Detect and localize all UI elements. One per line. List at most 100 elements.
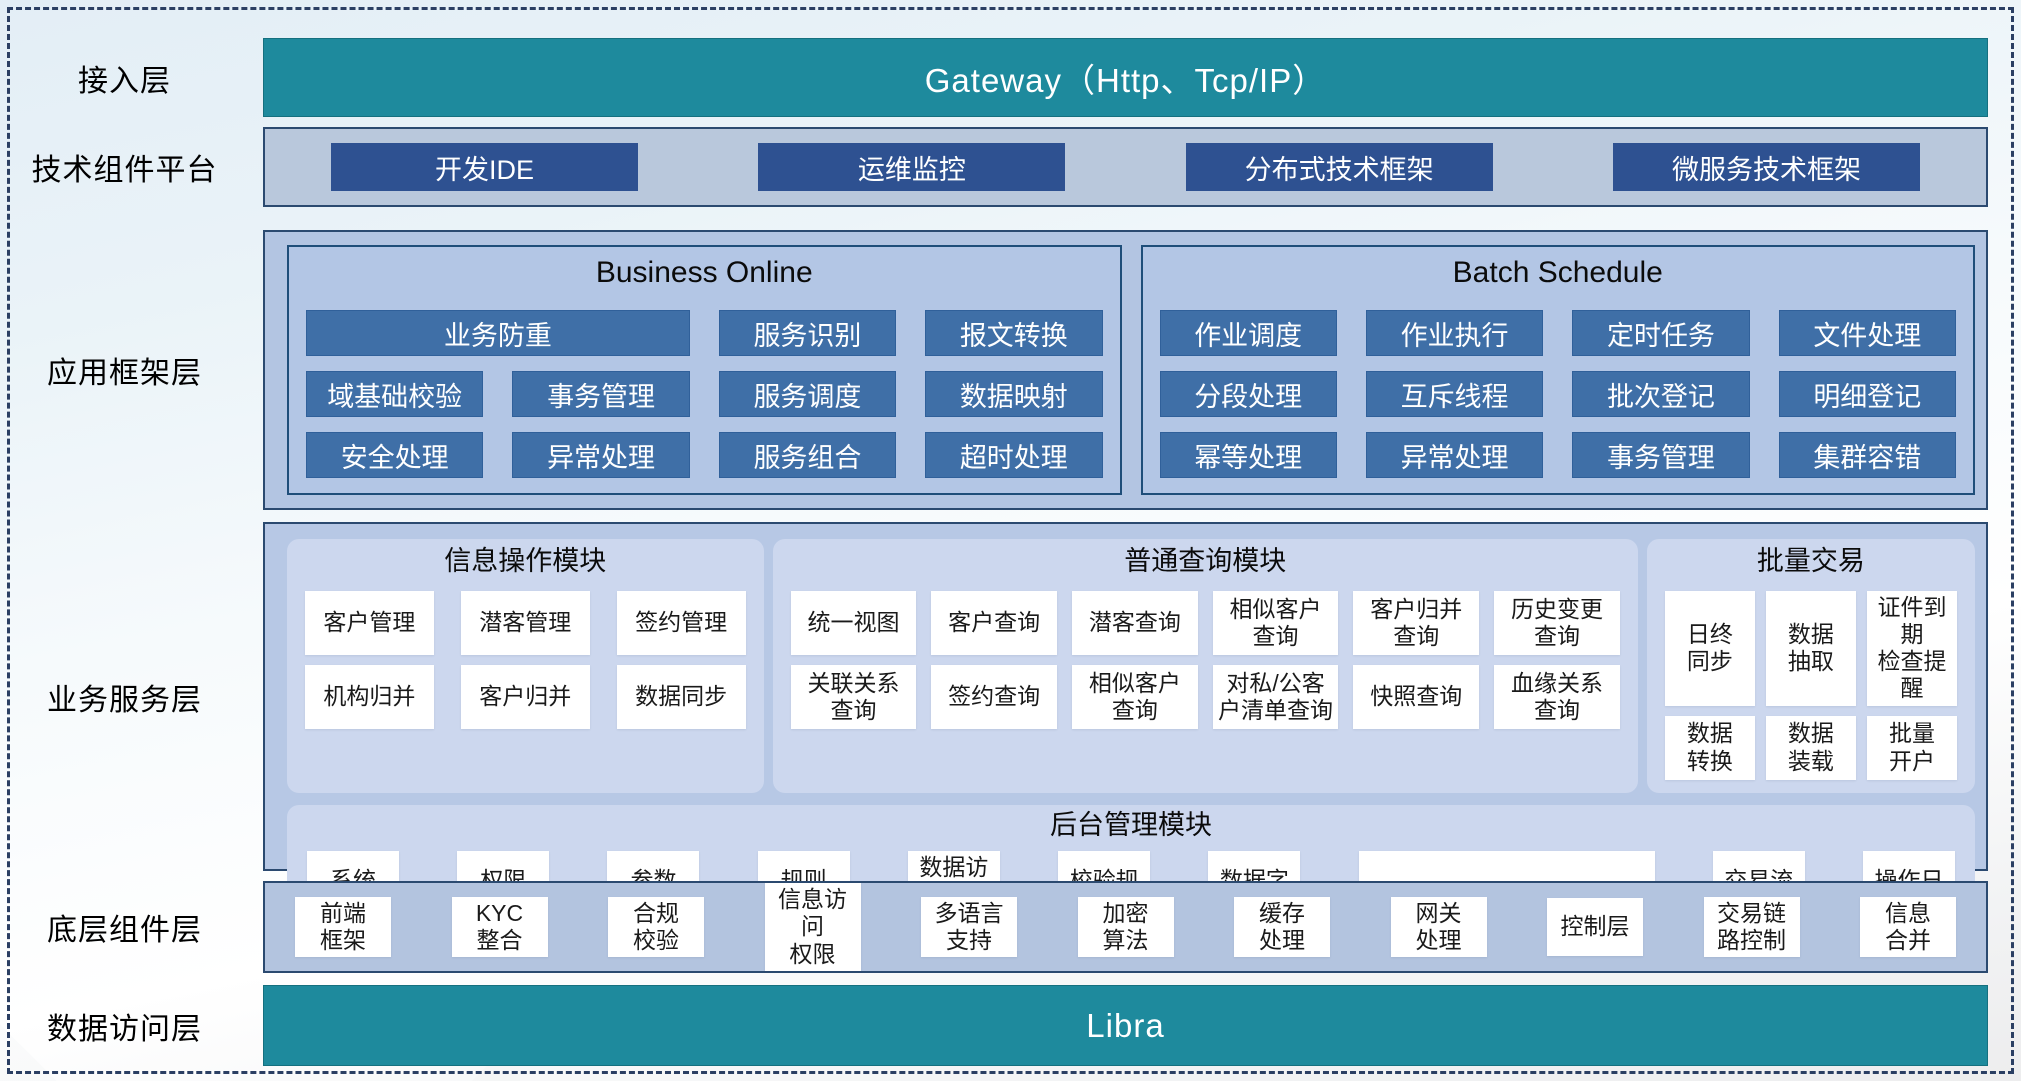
module-box: 事务管理 bbox=[512, 371, 690, 417]
module-box: 安全处理 bbox=[306, 432, 484, 478]
module-box: 服务调度 bbox=[718, 371, 897, 417]
service-box-item: 历史变更 查询 bbox=[1494, 591, 1620, 655]
service-box-item: 统一视图 bbox=[790, 591, 917, 655]
service-box-item: 血缘关系 查询 bbox=[1494, 665, 1620, 729]
service-box-item: 关联关系 查询 bbox=[790, 665, 917, 729]
module-box: 数据映射 bbox=[925, 371, 1103, 417]
service-box-item: 日终 同步 bbox=[1664, 591, 1755, 706]
service-box-item: 对私/公客 户清单查询 bbox=[1212, 665, 1339, 729]
group-batch-schedule: Batch Schedule 作业调度 作业执行 定时任务 文件处理 分段处理 … bbox=[1140, 245, 1975, 495]
common-query-row-2: 关联关系 查询 签约查询 相似客户 查询 对私/公客 户清单查询 快照查询 血缘… bbox=[790, 665, 1620, 729]
service-box-item: 快照查询 bbox=[1353, 665, 1480, 729]
layer-label-business-service: 业务服务层 bbox=[47, 683, 202, 717]
module-box: 作业调度 bbox=[1159, 310, 1337, 356]
module-box: 批次登记 bbox=[1572, 371, 1750, 417]
component-box: 合规 校验 bbox=[608, 896, 704, 958]
service-box-item: 相似客户 查询 bbox=[1072, 665, 1198, 729]
business-service-top-row: 信息操作模块 客户管理 潜客管理 签约管理 机构归并 客户归并 数据同步 bbox=[287, 539, 1975, 793]
app-framework-container: Business Online 业务防重 服务识别 报文转换 域基础校验 事务管… bbox=[263, 230, 1988, 510]
component-box: 缓存 处理 bbox=[1234, 896, 1330, 958]
panel-title-common-query: 普通查询模块 bbox=[1124, 546, 1287, 576]
service-box-item: 潜客管理 bbox=[460, 591, 590, 655]
component-box: KYC 整合 bbox=[451, 896, 548, 958]
layer-label-base-components: 底层组件层 bbox=[47, 914, 202, 947]
business-online-row-2: 域基础校验 事务管理 服务调度 数据映射 bbox=[306, 371, 1103, 417]
layer-data-access: 数据访问层 Libra bbox=[0, 985, 2021, 1066]
component-box: 信息 合并 bbox=[1860, 896, 1956, 958]
module-box: 集群容错 bbox=[1778, 432, 1956, 478]
layer-business-service: 业务服务层 信息操作模块 客户管理 潜客管理 签约管理 机构归并 客户归并 bbox=[0, 522, 2021, 950]
tech-item-microservice-framework: 微服务技术框架 bbox=[1612, 143, 1920, 191]
layer-label-app-framework: 应用框架层 bbox=[47, 357, 202, 390]
component-box: 交易链 路控制 bbox=[1703, 896, 1800, 958]
component-box: 网关 处理 bbox=[1390, 896, 1487, 958]
service-box-item: 相似客户 查询 bbox=[1212, 591, 1339, 655]
layer-label-access: 接入层 bbox=[78, 64, 171, 98]
service-box-item: 潜客查询 bbox=[1072, 591, 1198, 655]
module-box: 事务管理 bbox=[1572, 432, 1750, 478]
service-box-item: 证件到期 检查提醒 bbox=[1866, 591, 1957, 706]
component-box: 前端 框架 bbox=[295, 896, 391, 958]
group-business-online: Business Online 业务防重 服务识别 报文转换 域基础校验 事务管… bbox=[287, 245, 1122, 495]
module-box: 异常处理 bbox=[1365, 432, 1544, 478]
panel-info-operation: 信息操作模块 客户管理 潜客管理 签约管理 机构归并 客户归并 数据同步 bbox=[287, 539, 764, 793]
module-box: 服务组合 bbox=[718, 432, 897, 478]
service-box-item: 数据 抽取 bbox=[1765, 591, 1856, 706]
common-query-row-1: 统一视图 客户查询 潜客查询 相似客户 查询 客户归并 查询 历史变更 查询 bbox=[790, 591, 1620, 655]
info-operation-row-1: 客户管理 潜客管理 签约管理 bbox=[305, 591, 746, 655]
service-box-item: 客户归并 bbox=[460, 665, 590, 729]
component-box: 多语言 支持 bbox=[921, 896, 1017, 958]
info-operation-row-2: 机构归并 客户归并 数据同步 bbox=[305, 665, 746, 729]
module-box: 文件处理 bbox=[1778, 310, 1956, 356]
panel-bulk-transaction: 批量交易 日终 同步 数据 抽取 证件到期 检查提醒 数据 转换 数据 装载 批… bbox=[1646, 539, 1975, 793]
service-box-item: 数据 转换 bbox=[1664, 715, 1755, 780]
layer-access: 接入层 Gateway（Http、Tcp/IP） bbox=[0, 38, 2021, 117]
batch-schedule-row-3: 幂等处理 异常处理 事务管理 集群容错 bbox=[1159, 432, 1956, 478]
business-service-container: 信息操作模块 客户管理 潜客管理 签约管理 机构归并 客户归并 数据同步 bbox=[263, 522, 1988, 950]
module-box: 业务防重 bbox=[306, 310, 690, 356]
module-box: 超时处理 bbox=[925, 432, 1103, 478]
tech-item-ops-monitor: 运维监控 bbox=[758, 143, 1066, 191]
module-box: 明细登记 bbox=[1778, 371, 1956, 417]
group-title-business-online: Business Online bbox=[595, 256, 813, 289]
bulk-transaction-row-1: 日终 同步 数据 抽取 证件到期 检查提醒 bbox=[1664, 591, 1957, 706]
layer-app-framework: 应用框架层 Business Online 业务防重 服务识别 报文转换 域基础… bbox=[0, 230, 2021, 510]
business-online-row-1: 业务防重 服务识别 报文转换 bbox=[306, 310, 1103, 356]
tech-item-distributed-framework: 分布式技术框架 bbox=[1185, 143, 1493, 191]
component-box: 加密 算法 bbox=[1077, 896, 1174, 958]
module-box: 互斥线程 bbox=[1365, 371, 1544, 417]
component-box: 信息访问 权限 bbox=[764, 883, 861, 971]
component-box: 控制层 bbox=[1547, 898, 1643, 956]
layer-tech-platform: 技术组件平台 开发IDE 运维监控 分布式技术框架 微服务技术框架 bbox=[0, 127, 2021, 207]
panel-title-backend-management: 后台管理模块 bbox=[1050, 809, 1212, 840]
panel-title-info-operation: 信息操作模块 bbox=[444, 546, 607, 576]
gateway-bar: Gateway（Http、Tcp/IP） bbox=[263, 38, 1988, 117]
module-box: 报文转换 bbox=[925, 310, 1103, 356]
service-box-item: 数据 装载 bbox=[1765, 715, 1856, 780]
module-box: 服务识别 bbox=[718, 310, 897, 356]
service-box-item: 客户查询 bbox=[931, 591, 1057, 655]
panel-title-bulk-transaction: 批量交易 bbox=[1756, 546, 1865, 576]
service-box-item: 签约查询 bbox=[931, 665, 1057, 729]
group-title-batch-schedule: Batch Schedule bbox=[1452, 256, 1663, 289]
module-box: 分段处理 bbox=[1159, 371, 1337, 417]
layer-base-components: 底层组件层 前端 框架 KYC 整合 合规 校验 信息访问 权限 多语言 支持 … bbox=[0, 881, 2021, 973]
tech-platform-container: 开发IDE 运维监控 分布式技术框架 微服务技术框架 bbox=[263, 127, 1988, 207]
bulk-transaction-row-2: 数据 转换 数据 装载 批量 开户 bbox=[1664, 715, 1957, 780]
service-box-item: 签约管理 bbox=[616, 591, 746, 655]
service-box-item: 机构归并 bbox=[305, 665, 434, 729]
module-box: 作业执行 bbox=[1365, 310, 1544, 356]
service-box-item: 客户管理 bbox=[305, 591, 434, 655]
batch-schedule-row-2: 分段处理 互斥线程 批次登记 明细登记 bbox=[1159, 371, 1956, 417]
module-box: 异常处理 bbox=[512, 432, 690, 478]
libra-bar: Libra bbox=[263, 985, 1988, 1066]
module-box: 定时任务 bbox=[1572, 310, 1750, 356]
service-box-item: 客户归并 查询 bbox=[1353, 591, 1480, 655]
layer-label-data-access: 数据访问层 bbox=[47, 1012, 202, 1046]
service-box-item: 批量 开户 bbox=[1866, 715, 1957, 780]
base-components-container: 前端 框架 KYC 整合 合规 校验 信息访问 权限 多语言 支持 加密 算法 … bbox=[263, 881, 1988, 973]
service-box-item: 数据同步 bbox=[616, 665, 746, 729]
business-online-row-3: 安全处理 异常处理 服务组合 超时处理 bbox=[306, 432, 1103, 478]
module-box: 域基础校验 bbox=[306, 371, 484, 417]
